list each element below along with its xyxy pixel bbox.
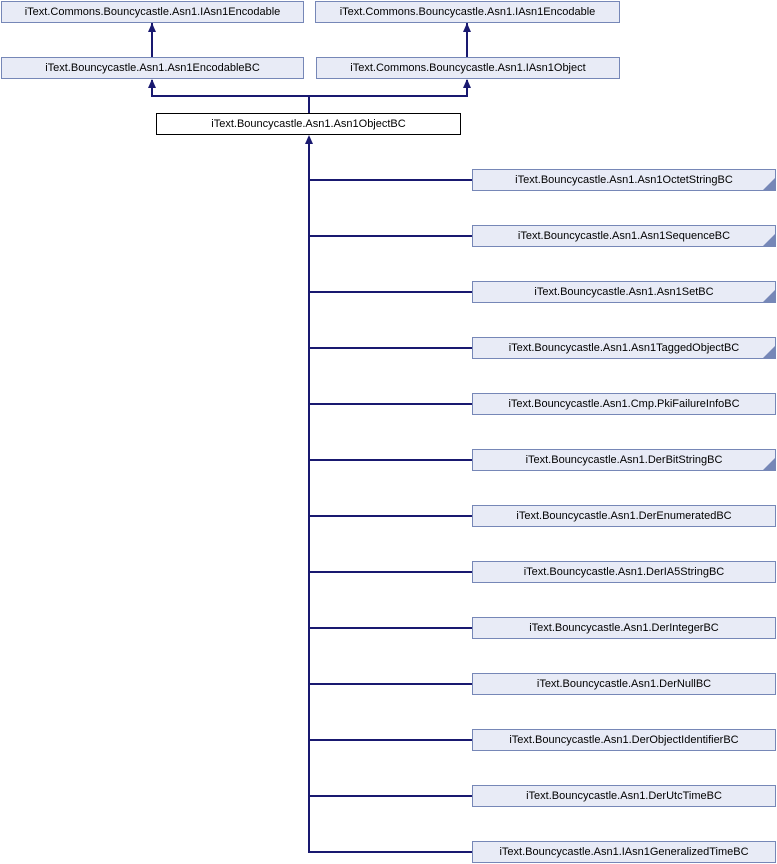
derived-class-label: iText.Bouncycastle.Asn1.IAsn1Generalized… — [499, 846, 749, 858]
edge-branch-to-derived — [308, 291, 472, 293]
edge-branch-to-derived — [308, 851, 472, 853]
derived-class-label: iText.Bouncycastle.Asn1.Asn1SequenceBC — [517, 230, 731, 242]
arrowhead-up-icon — [148, 23, 156, 32]
class-node-asn1encodablebc[interactable]: iText.Bouncycastle.Asn1.Asn1EncodableBC — [1, 57, 304, 79]
truncated-fold-icon — [763, 234, 775, 246]
edge-connector-to-current — [308, 95, 310, 113]
edge-branch-to-derived — [308, 683, 472, 685]
edge-branch-to-derived — [308, 795, 472, 797]
derived-class-label: iText.Bouncycastle.Asn1.DerIA5StringBC — [523, 566, 725, 578]
derived-class-node[interactable]: iText.Bouncycastle.Asn1.IAsn1Generalized… — [472, 841, 776, 863]
derived-class-label: iText.Bouncycastle.Asn1.DerObjectIdentif… — [509, 734, 739, 746]
derived-class-node[interactable]: iText.Bouncycastle.Asn1.Asn1SetBC — [472, 281, 776, 303]
edge-current-to-iasn1object — [466, 80, 468, 97]
truncated-fold-icon — [763, 458, 775, 470]
class-node-asn1objectbc-current: iText.Bouncycastle.Asn1.Asn1ObjectBC — [156, 113, 461, 135]
class-node-iasn1encodable-right[interactable]: iText.Commons.Bouncycastle.Asn1.IAsn1Enc… — [315, 1, 620, 23]
class-node-iasn1encodable-left[interactable]: iText.Commons.Bouncycastle.Asn1.IAsn1Enc… — [1, 1, 304, 23]
class-label: iText.Commons.Bouncycastle.Asn1.IAsn1Enc… — [24, 6, 281, 18]
derived-class-label: iText.Bouncycastle.Asn1.Asn1OctetStringB… — [515, 174, 733, 186]
derived-class-node[interactable]: iText.Bouncycastle.Asn1.Asn1SequenceBC — [472, 225, 776, 247]
edge-branch-to-derived — [308, 403, 472, 405]
edge-encodablebc-to-iasn1encodable — [151, 23, 153, 57]
truncated-fold-icon — [763, 290, 775, 302]
derived-class-node[interactable]: iText.Bouncycastle.Asn1.DerNullBC — [472, 673, 776, 695]
edge-branch-to-derived — [308, 179, 472, 181]
edge-branch-to-derived — [308, 515, 472, 517]
derived-class-label: iText.Bouncycastle.Asn1.Asn1SetBC — [534, 286, 714, 298]
edge-derived-trunk — [308, 137, 310, 853]
edge-branch-to-derived — [308, 235, 472, 237]
derived-class-label: iText.Bouncycastle.Asn1.DerUtcTimeBC — [526, 790, 722, 802]
derived-class-label: iText.Bouncycastle.Asn1.DerBitStringBC — [525, 454, 723, 466]
derived-class-node[interactable]: iText.Bouncycastle.Asn1.Asn1OctetStringB… — [472, 169, 776, 191]
derived-class-label: iText.Bouncycastle.Asn1.DerEnumeratedBC — [516, 510, 732, 522]
arrowhead-up-icon — [463, 23, 471, 32]
derived-class-node[interactable]: iText.Bouncycastle.Asn1.DerIntegerBC — [472, 617, 776, 639]
derived-class-label: iText.Bouncycastle.Asn1.DerIntegerBC — [529, 622, 719, 634]
truncated-fold-icon — [763, 178, 775, 190]
derived-class-label: iText.Bouncycastle.Asn1.DerNullBC — [536, 678, 712, 690]
edge-current-to-encodablebc — [151, 80, 153, 97]
derived-class-node[interactable]: iText.Bouncycastle.Asn1.DerUtcTimeBC — [472, 785, 776, 807]
derived-class-node[interactable]: iText.Bouncycastle.Asn1.Cmp.PkiFailureIn… — [472, 393, 776, 415]
derived-class-label: iText.Bouncycastle.Asn1.Asn1TaggedObject… — [508, 342, 740, 354]
class-label: iText.Bouncycastle.Asn1.Asn1ObjectBC — [211, 118, 406, 130]
derived-class-node[interactable]: iText.Bouncycastle.Asn1.DerIA5StringBC — [472, 561, 776, 583]
truncated-fold-icon — [763, 346, 775, 358]
edge-branch-to-derived — [308, 571, 472, 573]
class-label: iText.Commons.Bouncycastle.Asn1.IAsn1Obj… — [350, 62, 586, 74]
derived-class-node[interactable]: iText.Bouncycastle.Asn1.DerObjectIdentif… — [472, 729, 776, 751]
edge-branch-to-derived — [308, 459, 472, 461]
derived-class-node[interactable]: iText.Bouncycastle.Asn1.DerEnumeratedBC — [472, 505, 776, 527]
edge-iasn1object-to-iasn1encodable — [466, 23, 468, 57]
derived-class-node[interactable]: iText.Bouncycastle.Asn1.Asn1TaggedObject… — [472, 337, 776, 359]
derived-class-label: iText.Bouncycastle.Asn1.Cmp.PkiFailureIn… — [508, 398, 740, 410]
derived-class-node[interactable]: iText.Bouncycastle.Asn1.DerBitStringBC — [472, 449, 776, 471]
edge-branch-to-derived — [308, 627, 472, 629]
class-label: iText.Commons.Bouncycastle.Asn1.IAsn1Enc… — [339, 6, 596, 18]
edge-branch-to-derived — [308, 739, 472, 741]
edge-branch-to-derived — [308, 347, 472, 349]
class-label: iText.Bouncycastle.Asn1.Asn1EncodableBC — [45, 62, 260, 74]
class-node-iasn1object[interactable]: iText.Commons.Bouncycastle.Asn1.IAsn1Obj… — [316, 57, 620, 79]
